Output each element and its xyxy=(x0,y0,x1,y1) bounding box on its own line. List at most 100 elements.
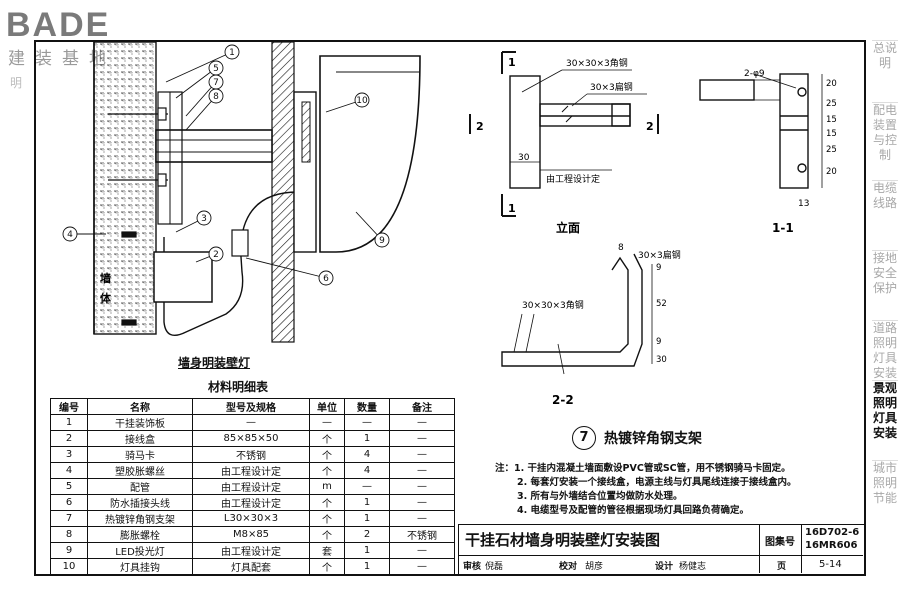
atlas-label: 图集号 xyxy=(765,537,795,548)
section11-dim: 15 xyxy=(826,129,837,139)
table-cell: 配管 xyxy=(87,478,193,495)
table-cell: 个 xyxy=(309,526,345,543)
table-cell: 塑胶胀螺丝 xyxy=(87,462,193,479)
table-cell: — xyxy=(389,462,455,479)
side-nav-item[interactable]: 景观照明灯具安装 xyxy=(872,380,898,440)
section11-caption: 1-1 xyxy=(772,221,794,235)
table-cell: 1 xyxy=(344,494,390,511)
check-label: 校对 xyxy=(559,562,578,572)
note-line: 3. 所有与外墙结合位置均做防水处理。 xyxy=(517,491,683,502)
section22-dim: 30 xyxy=(656,355,667,365)
table-cell: 个 xyxy=(309,494,345,511)
atlas-number-1: 16D702-6 xyxy=(805,527,860,538)
table-header: 数量 xyxy=(344,398,390,415)
side-nav-item[interactable]: 电缆线路 xyxy=(872,180,898,210)
callout-circle xyxy=(354,92,370,108)
elevation-angle-label: 30×30×3角钢 xyxy=(566,57,628,69)
section11-dim: 15 xyxy=(826,115,837,125)
table-cell: 85×85×50 xyxy=(192,430,310,447)
table-cell: — xyxy=(389,446,455,463)
table-cell: 1 xyxy=(344,542,390,559)
elevation-design-label: 由工程设计定 xyxy=(546,173,600,185)
table-cell: 4 xyxy=(50,462,88,479)
table-cell: 骑马卡 xyxy=(87,446,193,463)
wall-label-1: 墙 xyxy=(100,271,111,285)
callout-circle xyxy=(208,246,224,262)
table-cell: 由工程设计定 xyxy=(192,494,310,511)
table-cell: 4 xyxy=(344,446,390,463)
left-view-caption: 墙身明装壁灯 xyxy=(178,356,251,370)
callout-number: 4 xyxy=(67,230,73,240)
side-nav: 总说明配电装置与控制电缆线路接地安全保护道路照明灯具安装景观照明灯具安装城市照明… xyxy=(870,40,900,576)
note-line: 2. 每套灯安装一个接线盒，电源主线与灯具尾线连接于接线盒内。 xyxy=(517,477,797,488)
review-label: 审核 xyxy=(463,562,482,572)
page-label: 页 xyxy=(777,562,787,572)
section11-dim: 25 xyxy=(826,145,837,155)
elevation-dim-30: 30 xyxy=(518,153,530,163)
section22-dim: 52 xyxy=(656,299,667,309)
table-cell: 10 xyxy=(50,558,88,575)
table-cell: L30×30×3 xyxy=(192,510,310,527)
led-flood-light xyxy=(319,55,421,253)
side-nav-item[interactable]: 城市照明节能 xyxy=(872,460,898,505)
table-cell: — xyxy=(309,414,345,431)
table-cell: 套 xyxy=(309,542,345,559)
table-cell: 个 xyxy=(309,510,345,527)
section11-dim: 20 xyxy=(826,79,837,89)
drawing-title: 干挂石材墙身明装壁灯安装图 xyxy=(465,531,661,549)
table-cell: 个 xyxy=(309,430,345,447)
table-cell: — xyxy=(389,542,455,559)
table-cell: m xyxy=(309,478,345,495)
callout-circle xyxy=(62,226,78,242)
table-cell: 膨胀螺栓 xyxy=(87,526,193,543)
table-cell: 2 xyxy=(344,526,390,543)
table-cell: — xyxy=(389,510,455,527)
table-cell: 个 xyxy=(309,558,345,575)
section11-dim: 20 xyxy=(826,167,837,177)
table-cell: 1 xyxy=(344,558,390,575)
side-nav-item[interactable]: 道路照明灯具安装 xyxy=(872,320,898,380)
side-nav-item[interactable]: 总说明 xyxy=(872,40,898,70)
brand-logo: BADE xyxy=(6,6,111,44)
section11-bottom-dim: 13 xyxy=(798,199,809,209)
side-nav-item[interactable]: 接地安全保护 xyxy=(872,250,898,295)
waterproof-connector xyxy=(231,229,249,257)
section11-dim: 25 xyxy=(826,99,837,109)
table-cell: 6 xyxy=(50,494,88,511)
table-cell: 1 xyxy=(344,430,390,447)
table-cell: — xyxy=(344,478,390,495)
table-cell: 2 xyxy=(50,430,88,447)
table-cell: 由工程设计定 xyxy=(192,462,310,479)
notes: 注：1. 干挂内混凝土墙面敷设PVC管或SC管，用不锈钢骑马卡固定。2. 每套灯… xyxy=(495,462,797,518)
table-cell: 防水插接头线 xyxy=(87,494,193,511)
side-nav-item[interactable]: 配电装置与控制 xyxy=(872,102,898,162)
design-name: 杨健志 xyxy=(679,562,707,572)
callout-circle xyxy=(224,44,240,60)
callout-number: 10 xyxy=(356,96,368,106)
note-line: 4. 电缆型号及配管的管径根据现场灯具回路负荷确定。 xyxy=(517,505,750,516)
section-2-left: 2 xyxy=(476,120,484,133)
section22-caption: 2-2 xyxy=(552,393,574,407)
table-cell: 个 xyxy=(309,446,345,463)
junction-box xyxy=(153,251,213,303)
table-cell: 9 xyxy=(50,542,88,559)
elevation-caption: 立面 xyxy=(556,220,580,235)
callout-circle xyxy=(318,270,334,286)
table-cell: 1 xyxy=(344,510,390,527)
table-cell: 灯具挂钩 xyxy=(87,558,193,575)
design-label: 设计 xyxy=(655,562,674,572)
section22-top-label: 30×3扁钢 xyxy=(638,249,681,261)
table-cell: — xyxy=(389,478,455,495)
callout-number: 7 xyxy=(213,78,219,88)
table-cell: 不锈钢 xyxy=(389,526,455,543)
table-cell: 灯具配套 xyxy=(192,558,310,575)
wall-label-2: 体 xyxy=(100,291,112,305)
callout-number: 5 xyxy=(213,64,219,74)
